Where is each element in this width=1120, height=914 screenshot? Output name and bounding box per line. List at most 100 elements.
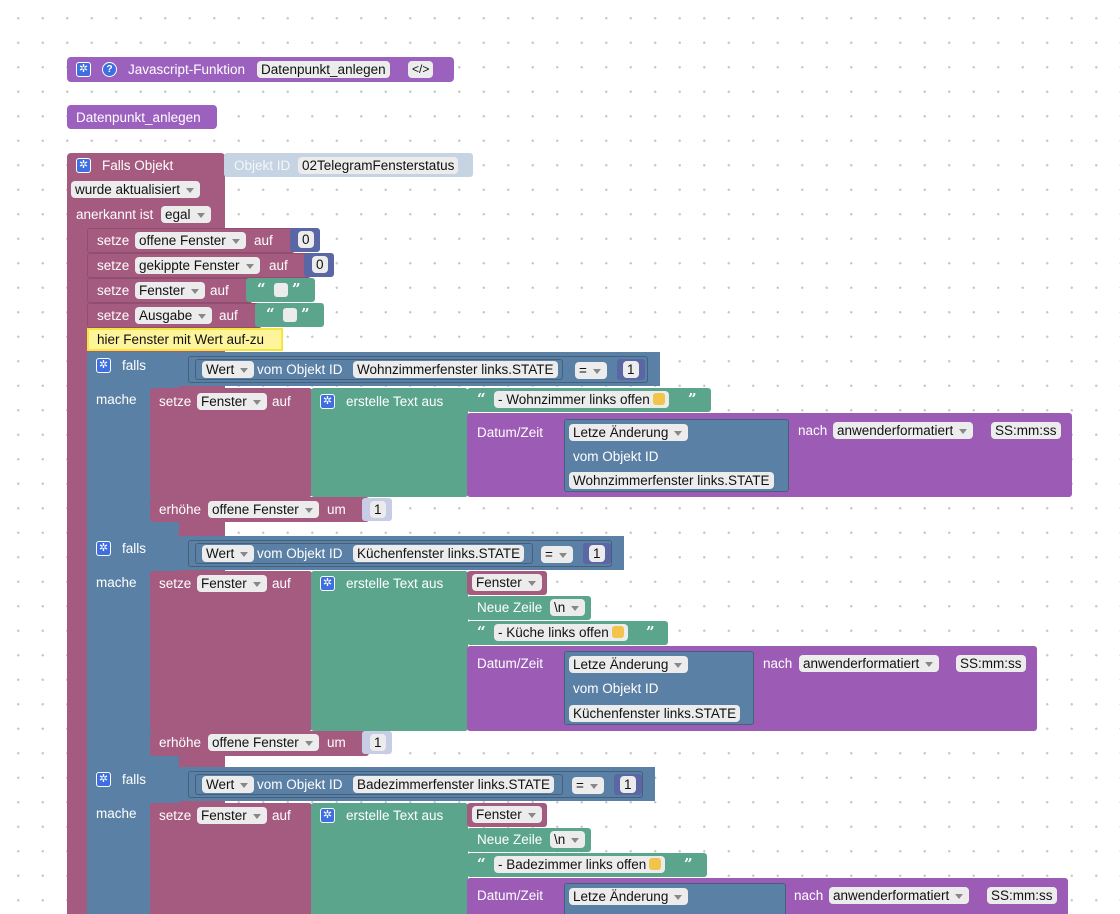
get-value-block[interactable]: Wert vom Objekt ID Wohnzimmerfenster lin… [195, 359, 563, 380]
gear-icon[interactable]: ✲ [76, 158, 91, 173]
variable-dropdown[interactable]: offene Fenster [208, 501, 319, 518]
text-literal-block[interactable]: “ - Küche links offen ” [467, 621, 668, 645]
format-string-field[interactable]: SS:mm:ss [987, 887, 1057, 904]
increment-block[interactable]: erhöhe offene Fenster um [150, 497, 369, 522]
set-fenster-block[interactable]: setze Fenster auf [150, 571, 312, 731]
property-dropdown[interactable]: Wert [202, 545, 255, 562]
variable-dropdown[interactable]: Fenster [472, 574, 542, 591]
gear-icon[interactable]: ✲ [96, 772, 111, 787]
variable-get-block[interactable]: Fenster [467, 803, 547, 827]
number-block[interactable]: 0 [304, 253, 334, 277]
variable-dropdown[interactable]: Fenster [135, 282, 205, 299]
variable-dropdown[interactable]: gekippte Fenster [135, 257, 260, 274]
get-value-block[interactable]: Wert vom Objekt ID Badezimmerfenster lin… [195, 774, 563, 795]
last-change-block[interactable]: Letze Änderung vom Objekt ID Wohnzimmerf… [564, 419, 789, 492]
format-string-field[interactable]: SS:mm:ss [991, 422, 1061, 439]
format-dropdown[interactable]: anwenderformatiert [833, 422, 974, 439]
function-call-block[interactable]: Datenpunkt_anlegen [67, 105, 217, 129]
object-id-field[interactable]: Wohnzimmerfenster links.STATE [353, 361, 558, 378]
object-id-field[interactable]: Küchenfenster links.STATE [353, 545, 525, 562]
set-fenster-block[interactable]: setze Fenster auf [150, 388, 312, 497]
gear-icon[interactable]: ✲ [96, 541, 111, 556]
number-block[interactable]: 1 [362, 498, 392, 521]
object-id-field[interactable]: Badezimmerfenster links.STATE [353, 776, 555, 793]
number-block[interactable]: 0 [290, 228, 320, 252]
newline-dropdown[interactable]: \n [550, 831, 586, 848]
number-field[interactable]: 1 [370, 734, 386, 751]
newline-block[interactable]: Neue Zeile \n [467, 596, 591, 620]
ack-dropdown[interactable]: egal [161, 206, 211, 223]
variable-dropdown[interactable]: Fenster [197, 807, 267, 824]
text-field[interactable]: - Wohnzimmer links offen [494, 391, 669, 408]
number-block[interactable]: 1 [362, 731, 392, 754]
function-name-field[interactable]: Datenpunkt_anlegen [257, 61, 390, 78]
set-fenster-block[interactable]: setze Fenster auf [87, 278, 253, 303]
gear-icon[interactable]: ✲ [96, 358, 111, 373]
get-value-block[interactable]: Wert vom Objekt ID Küchenfenster links.S… [195, 543, 533, 564]
text-join-block[interactable]: ✲ erstelle Text aus [311, 571, 468, 731]
empty-text-block[interactable]: “ ” [255, 303, 324, 327]
datetime-format-block[interactable]: Datum/Zeit Letze Änderung nach anwenderf… [467, 878, 1068, 914]
number-field[interactable]: 0 [312, 256, 328, 273]
set-fenster-block[interactable]: setze Fenster auf [150, 803, 312, 914]
operator-dropdown[interactable]: = [575, 362, 607, 379]
object-id-field[interactable]: Wohnzimmerfenster links.STATE [569, 472, 774, 489]
number-block[interactable]: 1 [614, 774, 642, 795]
text-join-block[interactable]: ✲ erstelle Text aus [311, 803, 468, 914]
variable-dropdown[interactable]: Fenster [197, 575, 267, 592]
text-literal-block[interactable]: “ - Badezimmer links offen ” [467, 853, 707, 877]
number-field[interactable]: 1 [620, 776, 636, 793]
javascript-function-block[interactable]: ✲ ? Javascript-Funktion Datenpunkt_anleg… [67, 57, 454, 82]
variable-get-block[interactable]: Fenster [467, 571, 547, 595]
number-field[interactable]: 1 [589, 545, 605, 562]
format-dropdown[interactable]: anwenderformatiert [829, 887, 970, 904]
number-block[interactable]: 1 [617, 359, 645, 380]
last-change-dropdown[interactable]: Letze Änderung [569, 888, 689, 905]
last-change-block[interactable]: Letze Änderung [564, 883, 786, 914]
datetime-format-block[interactable]: Datum/Zeit Letze Änderung vom Objekt ID … [467, 646, 1037, 731]
operator-dropdown[interactable]: = [572, 777, 604, 794]
gear-icon[interactable]: ✲ [76, 62, 91, 77]
help-icon[interactable]: ? [102, 62, 117, 77]
format-string-field[interactable]: SS:mm:ss [956, 655, 1026, 672]
operator-dropdown[interactable]: = [541, 546, 573, 563]
variable-dropdown[interactable]: offene Fenster [135, 232, 246, 249]
code-icon[interactable]: </> [408, 61, 434, 78]
text-field[interactable]: - Küche links offen [494, 624, 628, 641]
compare-block[interactable]: Wert vom Objekt ID Badezimmerfenster lin… [188, 771, 643, 798]
gear-icon[interactable]: ✲ [320, 576, 335, 591]
number-field[interactable]: 1 [623, 361, 639, 378]
last-change-block[interactable]: Letze Änderung vom Objekt ID Küchenfenst… [564, 651, 754, 725]
compare-block[interactable]: Wert vom Objekt ID Wohnzimmerfenster lin… [188, 356, 648, 383]
set-gekippte-fenster-block[interactable]: setze gekippte Fenster auf [87, 253, 311, 278]
variable-dropdown[interactable]: Ausgabe [135, 307, 213, 324]
property-dropdown[interactable]: Wert [202, 361, 255, 378]
object-id-field[interactable]: 02TelegramFensterstatus [298, 157, 459, 174]
last-change-dropdown[interactable]: Letze Änderung [569, 424, 689, 441]
text-field[interactable] [274, 283, 288, 297]
number-field[interactable]: 0 [298, 231, 314, 248]
number-block[interactable]: 1 [583, 543, 611, 564]
last-change-dropdown[interactable]: Letze Änderung [569, 656, 689, 673]
variable-dropdown[interactable]: Fenster [472, 806, 542, 823]
text-join-block[interactable]: ✲ erstelle Text aus [311, 388, 468, 497]
datetime-format-block[interactable]: Datum/Zeit Letze Änderung vom Objekt ID … [467, 413, 1072, 497]
newline-block[interactable]: Neue Zeile \n [467, 828, 591, 852]
newline-dropdown[interactable]: \n [550, 599, 586, 616]
text-field[interactable]: - Badezimmer links offen [494, 856, 666, 873]
variable-dropdown[interactable]: Fenster [197, 393, 267, 410]
set-ausgabe-block[interactable]: setze Ausgabe auf [87, 303, 262, 328]
variable-dropdown[interactable]: offene Fenster [208, 734, 319, 751]
empty-text-block[interactable]: “ ” [246, 278, 315, 302]
object-id-field[interactable]: Küchenfenster links.STATE [569, 705, 741, 722]
comment-block[interactable]: hier Fenster mit Wert auf-zu [87, 328, 283, 351]
property-dropdown[interactable]: Wert [202, 776, 255, 793]
text-literal-block[interactable]: “ - Wohnzimmer links offen ” [467, 388, 711, 412]
compare-block[interactable]: Wert vom Objekt ID Küchenfenster links.S… [188, 540, 612, 567]
gear-icon[interactable]: ✲ [320, 394, 335, 409]
trigger-object-block[interactable]: Objekt ID 02TelegramFensterstatus [224, 153, 473, 177]
text-field[interactable] [283, 308, 297, 322]
set-offene-fenster-block[interactable]: setze offene Fenster auf [87, 228, 295, 253]
format-dropdown[interactable]: anwenderformatiert [799, 655, 940, 672]
increment-block[interactable]: erhöhe offene Fenster um [150, 731, 369, 756]
